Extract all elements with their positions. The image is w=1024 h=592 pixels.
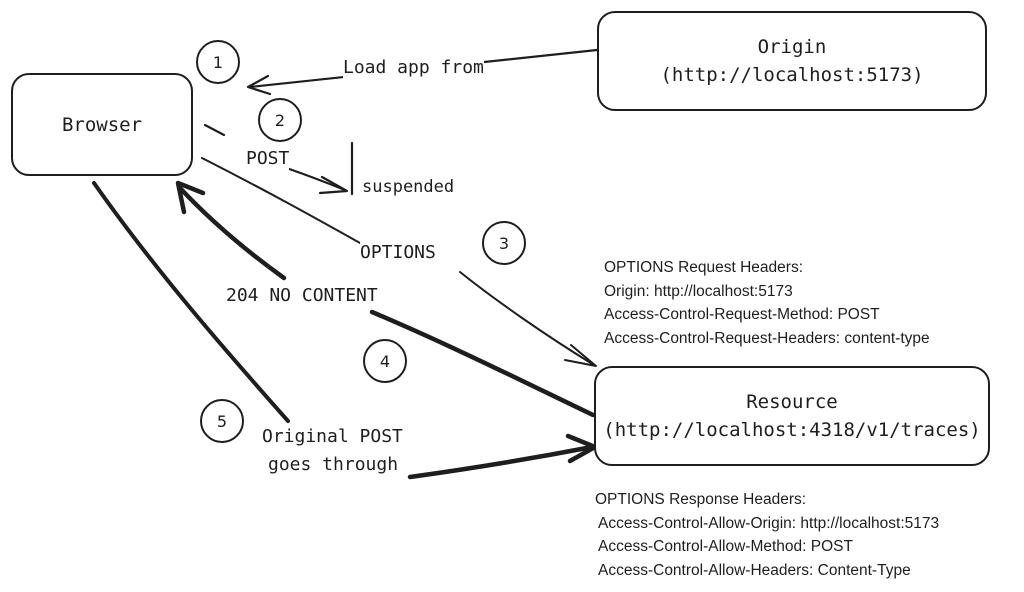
edge-label-original-post-2: goes through [268, 454, 399, 476]
request-headers-title: OPTIONS Request Headers: [604, 259, 803, 276]
edge-label-load-app: Load app from [343, 57, 484, 79]
response-header-line: Access-Control-Allow-Headers: Content-Ty… [598, 561, 911, 579]
step-2-badge: 2 [258, 98, 302, 142]
arrow-load-app-head [246, 74, 272, 96]
step-3-badge: 3 [482, 221, 526, 265]
request-header-line: Access-Control-Request-Headers: content-… [604, 329, 930, 347]
response-headers-note: OPTIONS Response Headers: Access-Control… [595, 488, 939, 582]
edge-label-original-post-1: Original POST [262, 426, 403, 448]
origin-title: Origin [757, 36, 827, 58]
step-4-badge: 4 [363, 339, 407, 383]
step-3-number: 3 [498, 233, 510, 253]
response-headers-title: OPTIONS Response Headers: [595, 491, 807, 508]
edge-label-options: OPTIONS [360, 242, 436, 264]
browser-node: Browser [11, 73, 193, 176]
step-5-number: 5 [216, 411, 228, 431]
step-5-badge: 5 [200, 399, 244, 443]
response-header-line: Access-Control-Allow-Origin: http://loca… [598, 514, 940, 532]
step-1-badge: 1 [196, 40, 240, 84]
request-header-line: Access-Control-Request-Method: POST [604, 306, 880, 323]
arrow-original-post [407, 444, 595, 480]
arrow-options-head [564, 344, 597, 367]
resource-node: Resource (http://localhost:4318/v1/trace… [594, 366, 990, 466]
arrow-no-content-head [175, 180, 206, 215]
arrow-options [201, 157, 595, 366]
resource-title: Resource [746, 391, 838, 413]
browser-label: Browser [61, 113, 143, 136]
step-4-number: 4 [379, 351, 391, 371]
response-header-line: Access-Control-Allow-Method: POST [598, 538, 853, 555]
resource-url: (http://localhost:4318/v1/traces) [603, 419, 981, 441]
edge-label-suspended: suspended [362, 176, 455, 198]
arrow-no-content [177, 185, 596, 418]
edge-label-no-content: 204 NO CONTENT [226, 285, 378, 307]
step-2-number: 2 [274, 110, 286, 130]
step-1-number: 1 [212, 52, 224, 72]
origin-url: (http://localhost:5173) [660, 64, 924, 86]
arrow-original-post-tail [92, 181, 290, 423]
request-header-line: Origin: http://localhost:5173 [604, 282, 793, 300]
request-headers-note: OPTIONS Request Headers: Origin: http://… [604, 256, 930, 350]
arrow-post-head [318, 175, 349, 195]
edge-label-post: POST [246, 148, 290, 170]
origin-node: Origin (http://localhost:5173) [597, 11, 987, 111]
